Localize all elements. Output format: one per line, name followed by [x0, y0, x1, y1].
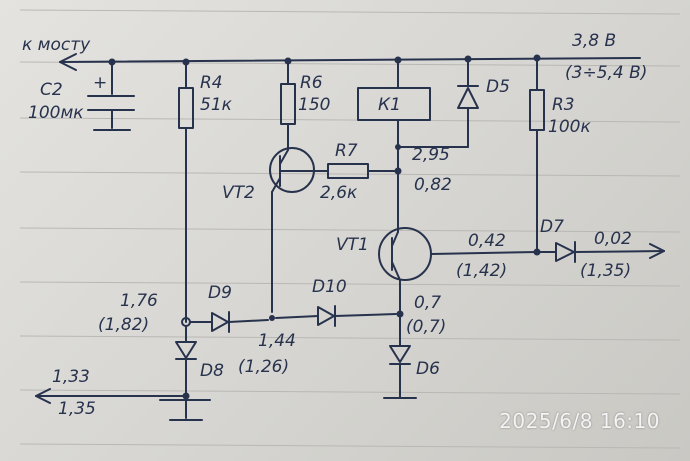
resistor-r3: R3 100к	[529, 57, 591, 253]
to-bridge-arrow	[59, 53, 77, 71]
output-voltage-135: (1,35)	[580, 261, 631, 281]
r3-value: 100к	[548, 117, 591, 137]
d9-name: D9	[208, 283, 232, 303]
diode-d6: D6	[383, 313, 440, 399]
vt1-name: VT1	[336, 235, 369, 255]
c2-plus-sign: +	[93, 73, 107, 93]
output-voltage-002: 0,02	[594, 229, 632, 249]
r7-name: R7	[335, 141, 358, 161]
node-voltage-042: 0,42	[468, 231, 506, 251]
c2-name: C2	[40, 80, 63, 100]
node-voltage-07: 0,7	[414, 293, 441, 313]
transistor-vt2: VT2	[222, 147, 329, 313]
background-printed-text	[19, 9, 681, 449]
diode-d9: D9	[181, 283, 275, 333]
transistor-vt1: VT1 0,42 (1,42)	[336, 227, 541, 315]
d10-name: D10	[312, 277, 347, 297]
node-voltage-182: (1,82)	[98, 315, 149, 335]
d7-name: D7	[540, 217, 564, 237]
node-voltage-133: 1,33	[52, 367, 90, 387]
relay-k1: К1 2,95 0,82	[357, 59, 452, 233]
capacitor-c2: + C2 100мк	[28, 61, 135, 131]
r7-value: 2,6к	[320, 183, 358, 203]
resistor-r7: R7 2,6к	[320, 141, 399, 203]
diode-d8: D8	[159, 325, 224, 421]
node-voltage-142: (1,42)	[456, 261, 507, 281]
node-voltage-126: (1,26)	[238, 357, 289, 377]
resistor-r4: R4 51к	[178, 61, 233, 323]
c2-value: 100мк	[28, 103, 84, 123]
d5-name: D5	[486, 77, 510, 97]
supply-voltage-label: 3,8 В	[572, 31, 616, 51]
diode-d7: D7 0,02 (1,35)	[536, 217, 665, 281]
diode-d10: D10	[275, 277, 404, 327]
to-bridge-label: к мосту	[22, 35, 91, 55]
r3-name: R3	[552, 95, 575, 115]
supply-rail	[59, 57, 641, 63]
vt2-name: VT2	[222, 183, 255, 203]
node-voltage-144: 1,44	[258, 331, 296, 351]
node-voltage-295: 2,95	[412, 145, 450, 165]
r6-value: 150	[298, 95, 330, 115]
photo-timestamp: 2025/6/8 16:10	[499, 409, 660, 433]
r6-name: R6	[300, 73, 323, 93]
node-voltage-07b: (0,7)	[406, 317, 446, 337]
node-voltage-135: 1,35	[58, 399, 96, 419]
node-voltage-176: 1,76	[120, 291, 158, 311]
d8-name: D8	[200, 361, 224, 381]
diode-d5: D5	[397, 58, 510, 148]
r4-name: R4	[200, 73, 223, 93]
supply-voltage-range-label: (3÷5,4 В)	[565, 63, 647, 83]
left-output-arrow: 1,33 1,35	[35, 367, 187, 419]
d6-name: D6	[416, 359, 440, 379]
resistor-r6: R6 150	[280, 60, 330, 151]
k1-name: К1	[378, 95, 401, 115]
node-voltage-082: 0,82	[414, 175, 452, 195]
r4-value: 51к	[200, 95, 233, 115]
